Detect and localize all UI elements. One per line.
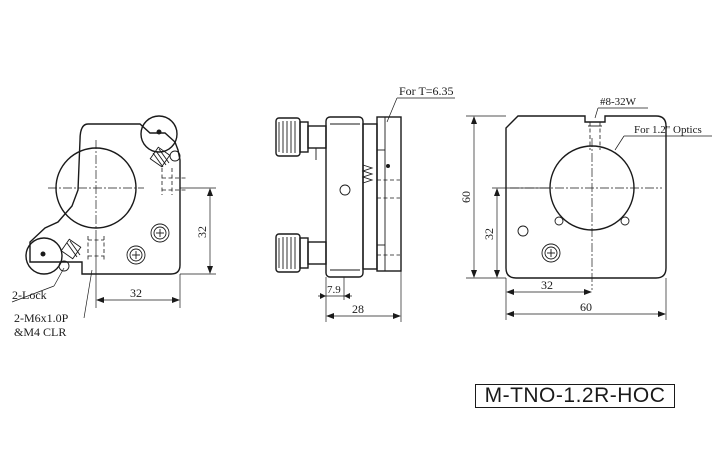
dim-back-height-total: 60	[459, 191, 473, 203]
label-lock: 2-Lock	[12, 288, 47, 302]
dim-side-small: 7.9	[327, 284, 341, 296]
dim-front-width: 32	[130, 286, 142, 300]
lock-screw-top	[149, 146, 171, 168]
label-screw-line1: 2-M6x1.0P	[14, 311, 69, 325]
label-optics: For 1.2" Optics	[634, 124, 702, 136]
dim-front-height: 32	[195, 226, 209, 238]
lock-screw-bottom	[60, 238, 82, 260]
side-view	[275, 97, 455, 322]
dim-back-height: 32	[482, 228, 496, 240]
label-for-t: For T=6.35	[399, 84, 454, 98]
label-thread: #8-32W	[600, 96, 637, 108]
dim-back-width: 32	[541, 278, 553, 292]
dim-back-width-total: 60	[580, 300, 592, 314]
front-view	[11, 115, 216, 319]
label-screw-line2: &M4 CLR	[14, 325, 66, 339]
dim-side-depth: 28	[352, 302, 364, 316]
model-number: M-TNO-1.2R-HOC	[475, 384, 675, 408]
back-view	[466, 107, 712, 320]
